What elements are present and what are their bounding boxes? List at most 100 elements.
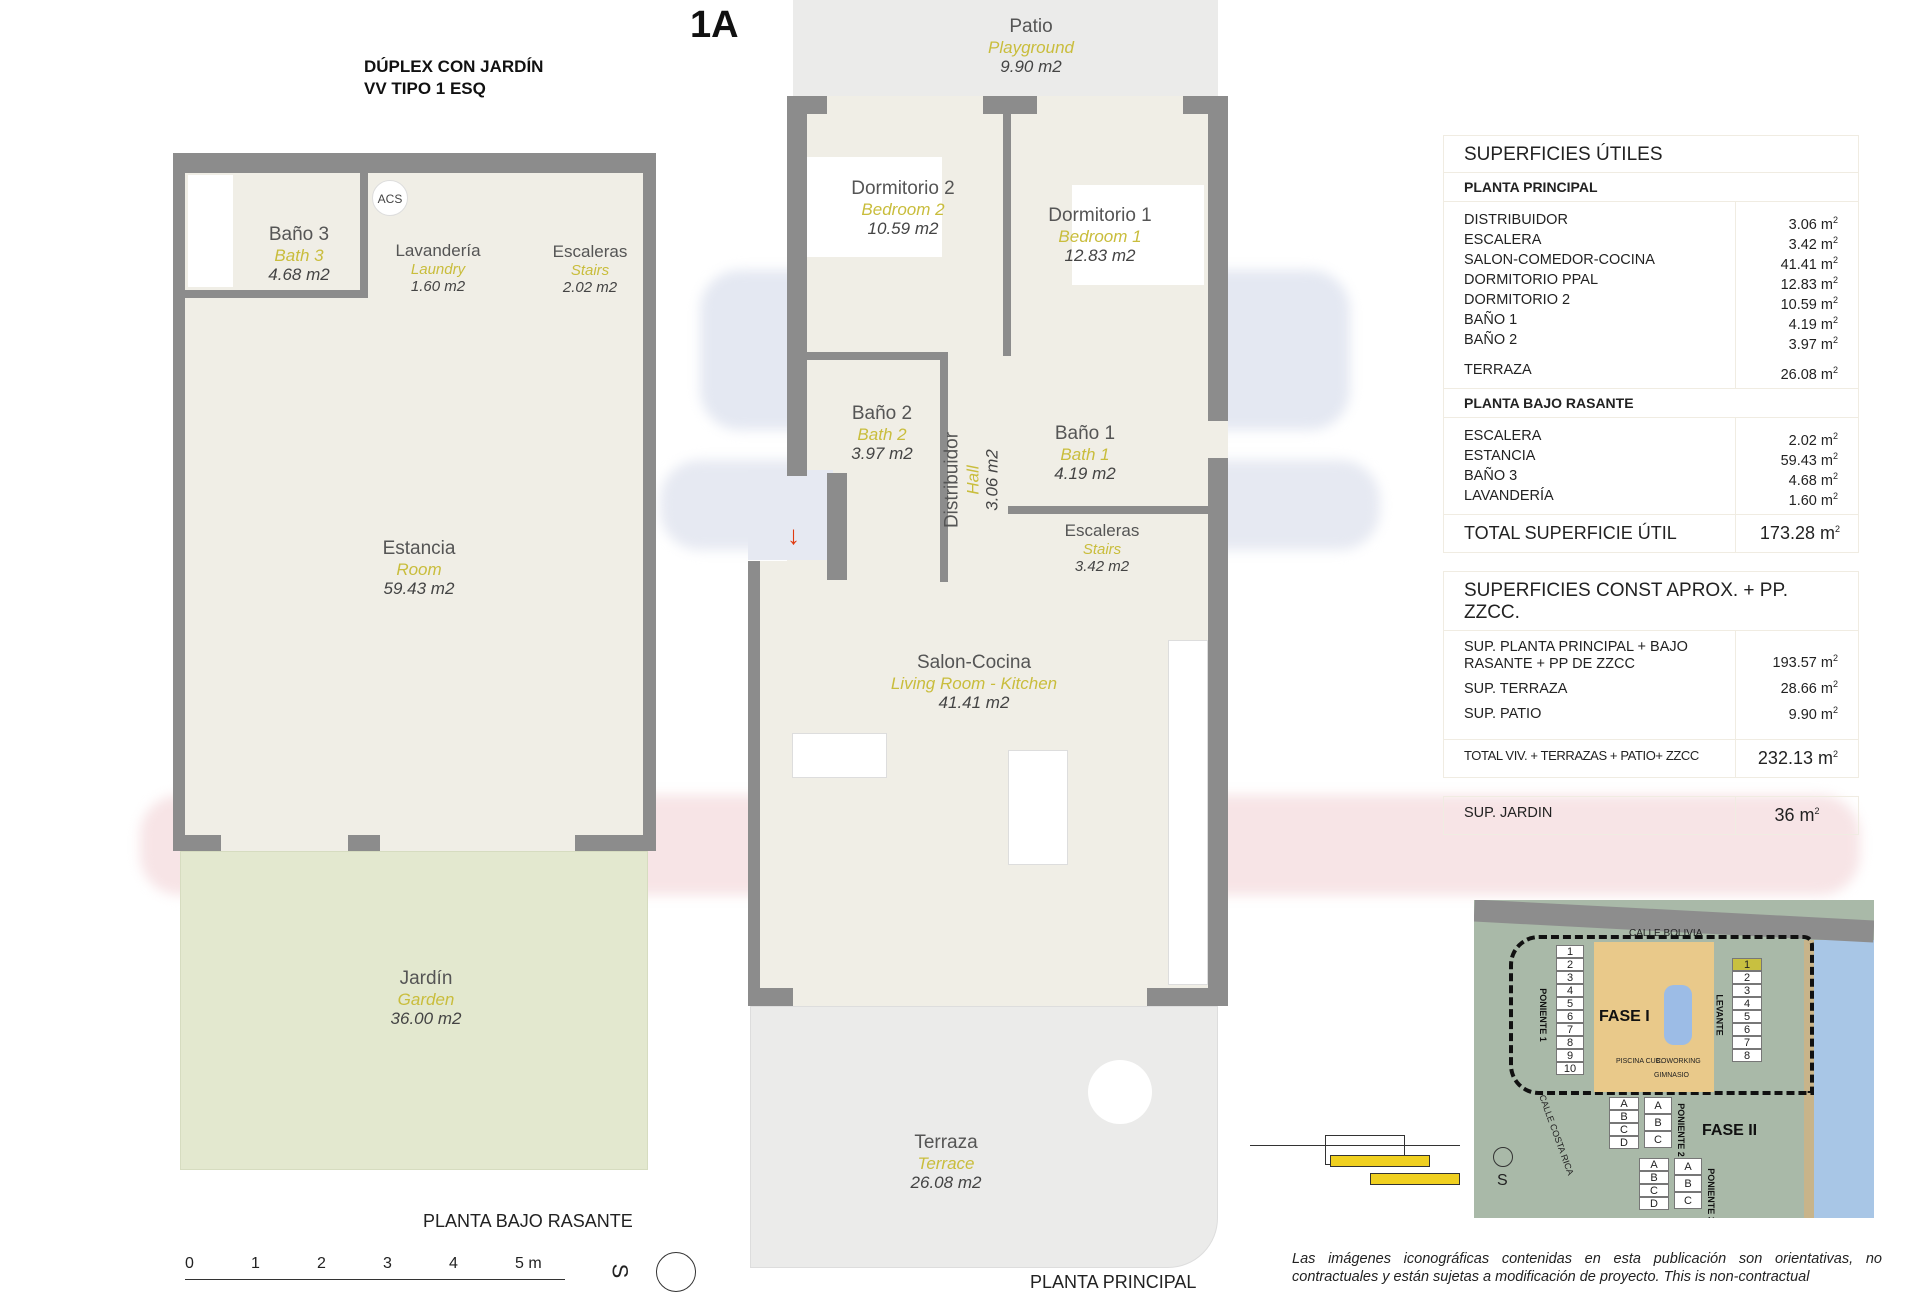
site-map: CALLE BOLIVIA CALLE COSTA RICA FASE I FA…: [1474, 900, 1874, 1218]
scale-tick-label: 4: [449, 1255, 458, 1272]
unit-exponent: 2: [1832, 471, 1838, 481]
table-title: SUPERFICIES ÚTILES: [1444, 136, 1858, 173]
const-title: SUPERFICIES CONST APROX. + PP. ZZCC.: [1444, 572, 1858, 631]
value: 3.97 m: [1788, 336, 1833, 353]
patio-area: [793, 0, 1218, 96]
north-label: S: [607, 1263, 633, 1279]
street-label: CALLE COSTA RICA: [1537, 1093, 1576, 1177]
phase-label: FASE I: [1599, 1008, 1650, 1025]
value: 2.02 m: [1788, 432, 1833, 449]
value: 10.59 m: [1780, 296, 1833, 313]
scale-tick-label: 3: [383, 1255, 392, 1272]
entry-arrow-icon: ↓: [787, 520, 800, 550]
disclaimer: Las imágenes iconográficas contenidas en…: [1292, 1251, 1882, 1285]
block-label: PONIENTE 1: [1537, 988, 1548, 1042]
table-row-label: BAÑO 2: [1464, 332, 1518, 348]
phase-boundary: [1509, 935, 1814, 1095]
unit-exponent: 2: [1832, 653, 1838, 663]
site-unit: 4: [1556, 984, 1584, 997]
scale-tick-label: 2: [317, 1255, 326, 1272]
garden-value: 36 m: [1774, 805, 1815, 825]
site-unit: 8: [1556, 1036, 1584, 1049]
unit-exponent: 2: [1832, 335, 1838, 345]
unit-exponent: 2: [1832, 678, 1838, 689]
unit-exponent: 2: [1832, 365, 1838, 375]
table-row-value: 1.60 m2: [1756, 486, 1838, 509]
site-unit: C: [1644, 1131, 1672, 1148]
site-north-label: S: [1497, 1172, 1508, 1189]
table-row-label: DORMITORIO 2: [1464, 292, 1571, 308]
site-unit: 3: [1732, 984, 1762, 997]
section-heading: PLANTA BAJO RASANTE: [1444, 389, 1858, 418]
value: 26.08 m: [1780, 366, 1833, 383]
surface-table: SUPERFICIES ÚTILES PLANTA PRINCIPAL DIST…: [1443, 135, 1859, 835]
section-elevation-icon: [1250, 1125, 1465, 1190]
unit-exponent: 2: [1832, 315, 1838, 325]
site-unit: 3: [1556, 971, 1584, 984]
table-row-value: 10.59 m2: [1756, 290, 1838, 313]
table-row-value: 2.02 m2: [1756, 426, 1838, 449]
value: 28.66 m: [1780, 680, 1833, 697]
bed-2: [807, 157, 942, 257]
block-label: LEVANTE: [1714, 994, 1725, 1036]
site-unit: 1: [1732, 958, 1762, 971]
scale-tick-label: 5 m: [515, 1255, 542, 1272]
unit-exponent: 2: [1832, 215, 1838, 225]
unit-code: 1A: [690, 4, 739, 46]
river: [1804, 940, 1874, 1218]
table-row-label: BAÑO 1: [1464, 312, 1518, 328]
table-row-value: 26.08 m2: [1756, 360, 1838, 383]
site-unit: 5: [1732, 1010, 1762, 1023]
table-row-label: SUP. TERRAZA: [1464, 681, 1568, 697]
value: 4.68 m: [1788, 472, 1833, 489]
table-row-value: 4.68 m2: [1756, 466, 1838, 489]
kitchen-counter: [1168, 640, 1208, 985]
unit-exponent: 2: [1832, 275, 1838, 285]
site-unit: B: [1674, 1175, 1702, 1192]
table-row-label: SALON-COMEDOR-COCINA: [1464, 252, 1655, 268]
site-unit: 4: [1732, 997, 1762, 1010]
const-total-label: TOTAL VIV. + TERRAZAS + PATIO+ ZZCC: [1444, 740, 1736, 777]
terrace-area: [750, 1006, 1218, 1268]
facility-label: GIMNASIO: [1654, 1072, 1690, 1079]
facility-label: COWORKING: [1656, 1058, 1701, 1065]
garden-label: SUP. JARDIN: [1444, 797, 1736, 834]
unit-exponent: 2: [1832, 235, 1838, 245]
title-line-2: VV TIPO 1 ESQ: [364, 79, 486, 98]
phase-label: FASE II: [1702, 1122, 1758, 1139]
site-unit: 9: [1556, 1049, 1584, 1062]
unit-exponent: 2: [1832, 295, 1838, 305]
site-unit: 5: [1556, 997, 1584, 1010]
facility-label: PISCINA CUB.: [1616, 1058, 1663, 1065]
upper-plan-label: PLANTA PRINCIPAL: [1030, 1272, 1197, 1292]
table-row-label: ESTANCIA: [1464, 448, 1536, 464]
site-unit: 2: [1556, 958, 1584, 971]
table-row-label: SUP. PATIO: [1464, 706, 1542, 722]
value: 12.83 m: [1780, 276, 1833, 293]
section-heading: PLANTA PRINCIPAL: [1444, 173, 1858, 202]
table-row-value: 59.43 m2: [1756, 446, 1838, 469]
dining-table: [1008, 750, 1068, 865]
site-unit: 7: [1732, 1036, 1762, 1049]
table-row-value: 3.42 m2: [1756, 230, 1838, 253]
unit-exponent: 2: [1832, 704, 1838, 715]
table-row-value: 28.66 m2: [1756, 679, 1838, 697]
unit-exponent: 2: [1832, 451, 1838, 461]
const-total-value: 232.13 m: [1757, 748, 1833, 768]
table-row-label: DISTRIBUIDOR: [1464, 212, 1568, 228]
table-row-value: 193.57 m2: [1756, 639, 1838, 671]
acs-water-heater: ACS: [372, 180, 408, 216]
title-line-1: DÚPLEX CON JARDÍN: [364, 57, 544, 76]
site-unit: 10: [1556, 1062, 1584, 1075]
site-north-icon: [1493, 1147, 1513, 1167]
table-row-label: ESCALERA: [1464, 232, 1542, 248]
